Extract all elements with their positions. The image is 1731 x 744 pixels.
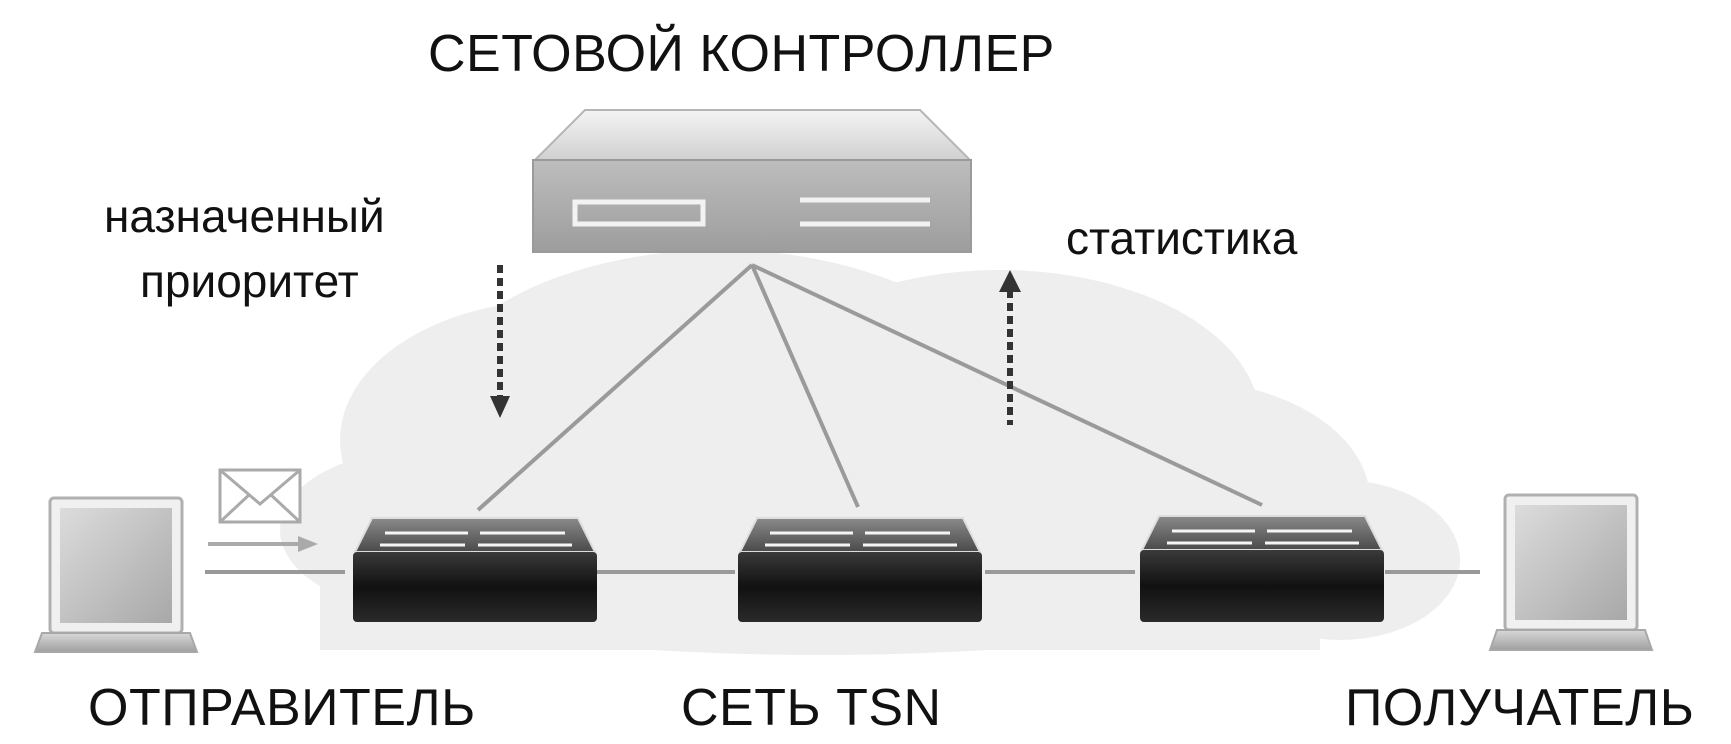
sender-laptop-icon <box>33 496 199 653</box>
receiver-label: ПОЛУЧАТЕЛЬ <box>1345 679 1695 737</box>
sender-label: ОТПРАВИТЕЛЬ <box>88 679 476 737</box>
statistics-label: статистика <box>1066 212 1298 264</box>
send-arrow <box>208 536 318 552</box>
envelope-icon <box>218 468 302 524</box>
network-switch-icon <box>353 517 597 622</box>
network-switch-icon <box>738 517 982 622</box>
controller-label: СЕТОВОЙ КОНТРОЛЛЕР <box>428 25 1055 83</box>
network-controller-icon <box>532 109 973 253</box>
statistics-arrow <box>999 270 1021 425</box>
assigned-priority-label-line1: назначенный <box>104 190 385 242</box>
tsn-network-label: СЕТЬ TSN <box>681 679 942 737</box>
priority-arrow <box>490 265 510 418</box>
assigned-priority-label-line2: приоритет <box>140 255 359 307</box>
receiver-laptop-icon <box>1488 493 1654 651</box>
network-switch-icon <box>1140 515 1384 622</box>
